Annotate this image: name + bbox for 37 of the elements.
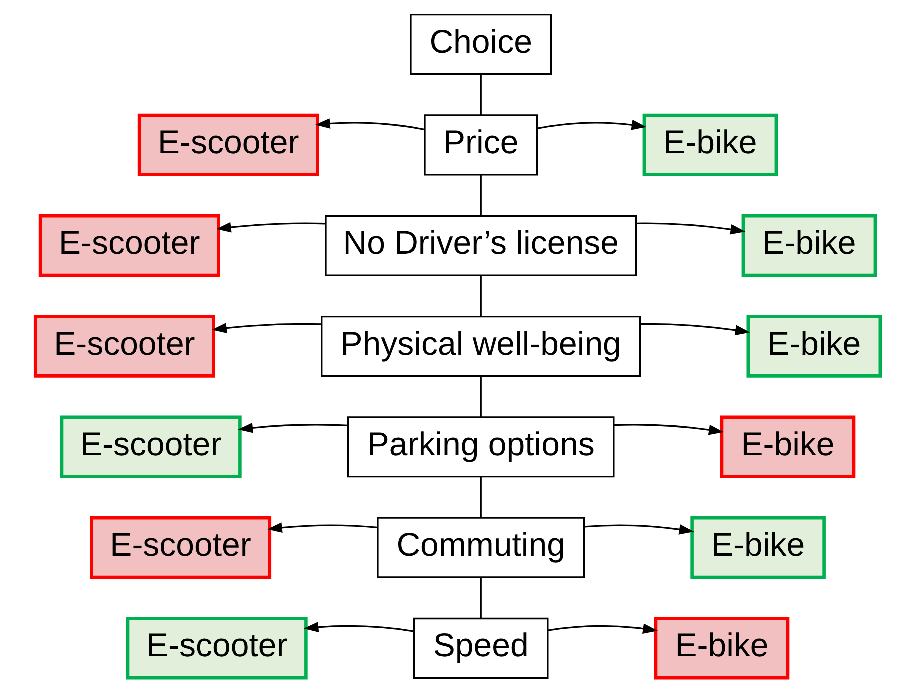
connector — [480, 376, 482, 418]
arrow — [238, 422, 348, 434]
node-box: E-bike — [746, 315, 882, 378]
node-box: Commuting — [376, 517, 585, 578]
node-box: E-scooter — [137, 114, 319, 177]
node-box: E-scooter — [60, 416, 242, 478]
node-box: E-scooter — [90, 516, 272, 580]
node-box: E-bike — [741, 214, 877, 278]
arrow — [266, 522, 377, 534]
node-box: No Driver’s license — [324, 215, 637, 276]
arrow — [614, 424, 724, 436]
node-box: E-bike — [654, 617, 790, 680]
arrow — [216, 222, 326, 233]
connector — [480, 276, 482, 316]
connector — [480, 175, 482, 216]
arrow — [636, 222, 746, 235]
arrow — [536, 120, 646, 130]
connector — [480, 578, 482, 618]
connector — [480, 74, 482, 116]
arrow — [212, 323, 322, 334]
node-box: Physical well-being — [320, 316, 641, 378]
node-box: E-bike — [720, 416, 856, 478]
node-box: Choice — [410, 14, 552, 76]
node-box: E-bike — [642, 114, 778, 177]
node-box: E-scooter — [38, 214, 220, 278]
node-box: E-scooter — [33, 315, 215, 378]
arrow — [584, 524, 694, 535]
node-box: Parking options — [346, 416, 614, 478]
connector — [480, 476, 482, 518]
node-box: Speed — [412, 618, 548, 679]
node-box: E-scooter — [126, 617, 308, 680]
arrow — [548, 624, 658, 634]
arrow — [303, 622, 414, 633]
arrow — [640, 323, 750, 336]
node-box: E-bike — [690, 516, 826, 580]
node-box: Price — [424, 114, 538, 176]
arrow — [314, 118, 425, 131]
